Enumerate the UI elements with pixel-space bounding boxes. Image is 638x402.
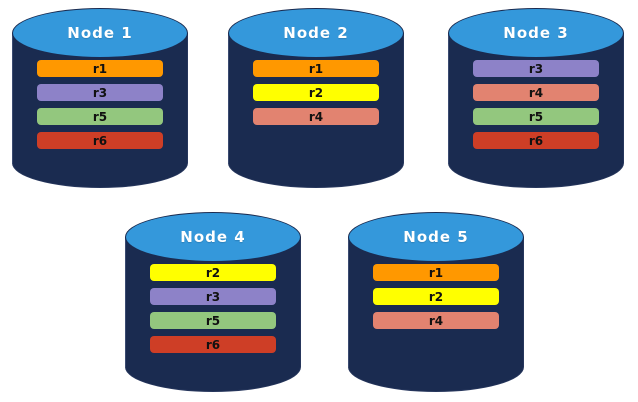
cylinder-top-ellipse: Node 4 <box>125 212 301 262</box>
replica-bar-r3[interactable]: r3 <box>472 60 600 77</box>
replica-bar-r2[interactable]: r2 <box>372 288 500 305</box>
replica-bar-r1[interactable]: r1 <box>252 60 380 77</box>
replica-bar-r2[interactable]: r2 <box>252 84 380 101</box>
replica-label: r4 <box>428 313 444 328</box>
node-title: Node 3 <box>503 24 569 42</box>
cylinder-top-ellipse: Node 3 <box>448 8 624 58</box>
replica-bar-r6[interactable]: r6 <box>472 132 600 149</box>
replica-list: r2 r3 r5 r6 <box>125 264 301 353</box>
replica-list: r1 r2 r4 <box>348 264 524 329</box>
replica-bar-r4[interactable]: r4 <box>252 108 380 125</box>
replica-list: r3 r4 r5 r6 <box>448 60 624 149</box>
replica-bar-r4[interactable]: r4 <box>472 84 600 101</box>
replica-bar-r3[interactable]: r3 <box>149 288 277 305</box>
replica-label: r1 <box>428 265 444 280</box>
replica-bar-r5[interactable]: r5 <box>36 108 164 125</box>
cylinder-top-ellipse: Node 5 <box>348 212 524 262</box>
database-node-1[interactable]: Node 1 r1 r3 r5 r6 <box>12 8 188 188</box>
replica-label: r3 <box>205 289 221 304</box>
replica-bar-r6[interactable]: r6 <box>36 132 164 149</box>
replica-bar-r6[interactable]: r6 <box>149 336 277 353</box>
replica-list: r1 r3 r5 r6 <box>12 60 188 149</box>
replica-bar-r4[interactable]: r4 <box>372 312 500 329</box>
replica-label: r3 <box>92 85 108 100</box>
database-node-3[interactable]: Node 3 r3 r4 r5 r6 <box>448 8 624 188</box>
replica-bar-r1[interactable]: r1 <box>372 264 500 281</box>
replica-label: r1 <box>92 61 108 76</box>
replica-label: r6 <box>205 337 221 352</box>
node-title: Node 1 <box>67 24 133 42</box>
database-node-4[interactable]: Node 4 r2 r3 r5 r6 <box>125 212 301 392</box>
cylinder-top-ellipse: Node 2 <box>228 8 404 58</box>
replica-label: r2 <box>308 85 324 100</box>
replica-bar-r3[interactable]: r3 <box>36 84 164 101</box>
replica-label: r4 <box>308 109 324 124</box>
replica-label: r2 <box>205 265 221 280</box>
cylinder-top-ellipse: Node 1 <box>12 8 188 58</box>
replica-bar-r2[interactable]: r2 <box>149 264 277 281</box>
replica-label: r1 <box>308 61 324 76</box>
replica-bar-r5[interactable]: r5 <box>472 108 600 125</box>
replica-label: r5 <box>92 109 108 124</box>
replica-label: r5 <box>205 313 221 328</box>
replica-bar-r1[interactable]: r1 <box>36 60 164 77</box>
replica-label: r2 <box>428 289 444 304</box>
replica-label: r5 <box>528 109 544 124</box>
database-node-2[interactable]: Node 2 r1 r2 r4 <box>228 8 404 188</box>
replica-list: r1 r2 r4 <box>228 60 404 125</box>
node-title: Node 2 <box>283 24 349 42</box>
node-title: Node 4 <box>180 228 246 246</box>
replica-label: r3 <box>528 61 544 76</box>
node-title: Node 5 <box>403 228 469 246</box>
replica-bar-r5[interactable]: r5 <box>149 312 277 329</box>
replica-label: r4 <box>528 85 544 100</box>
replica-label: r6 <box>528 133 544 148</box>
replica-label: r6 <box>92 133 108 148</box>
database-node-5[interactable]: Node 5 r1 r2 r4 <box>348 212 524 392</box>
